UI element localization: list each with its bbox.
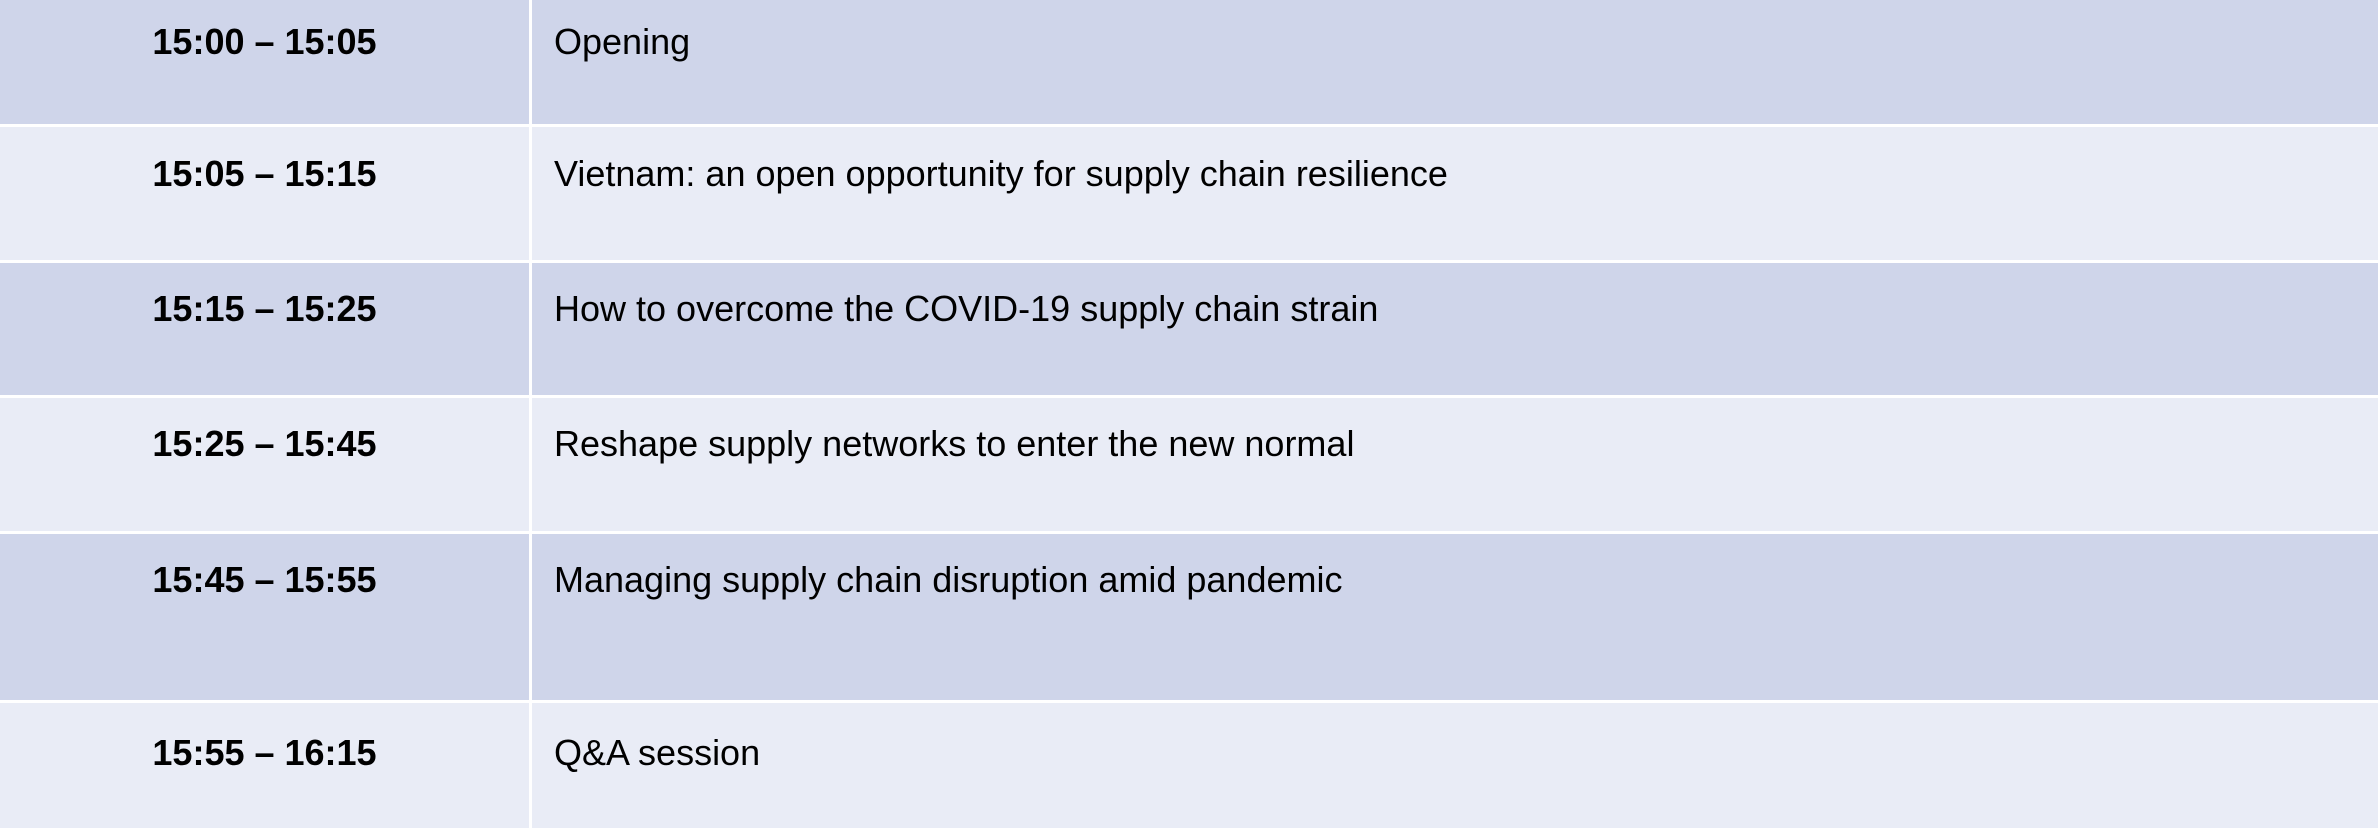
time-cell: 15:55 – 16:15 [0, 703, 532, 828]
table-row: 15:05 – 15:15 Vietnam: an open opportuni… [0, 127, 2378, 260]
row-divider [0, 531, 2378, 534]
topic-cell: Q&A session [554, 732, 761, 773]
topic-cell: How to overcome the COVID-19 supply chai… [554, 288, 1379, 329]
table-row: 15:55 – 16:15 Q&A session [0, 703, 2378, 828]
topic-cell: Reshape supply networks to enter the new… [554, 423, 1355, 464]
row-divider [0, 700, 2378, 703]
topic-cell: Vietnam: an open opportunity for supply … [554, 153, 1448, 194]
table-row: 15:15 – 15:25 How to overcome the COVID-… [0, 263, 2378, 395]
table-row: 15:00 – 15:05 Opening [0, 0, 2378, 124]
row-divider [0, 124, 2378, 127]
table-row: 15:25 – 15:45 Reshape supply networks to… [0, 398, 2378, 531]
time-cell: 15:25 – 15:45 [0, 398, 532, 531]
topic-cell: Managing supply chain disruption amid pa… [554, 559, 1343, 600]
time-cell: 15:00 – 15:05 [0, 0, 532, 124]
time-cell: 15:05 – 15:15 [0, 127, 532, 260]
time-cell: 15:45 – 15:55 [0, 534, 532, 700]
time-cell: 15:15 – 15:25 [0, 263, 532, 395]
table-row: 15:45 – 15:55 Managing supply chain disr… [0, 534, 2378, 700]
row-divider [0, 260, 2378, 263]
row-divider [0, 395, 2378, 398]
topic-cell: Opening [554, 21, 691, 62]
